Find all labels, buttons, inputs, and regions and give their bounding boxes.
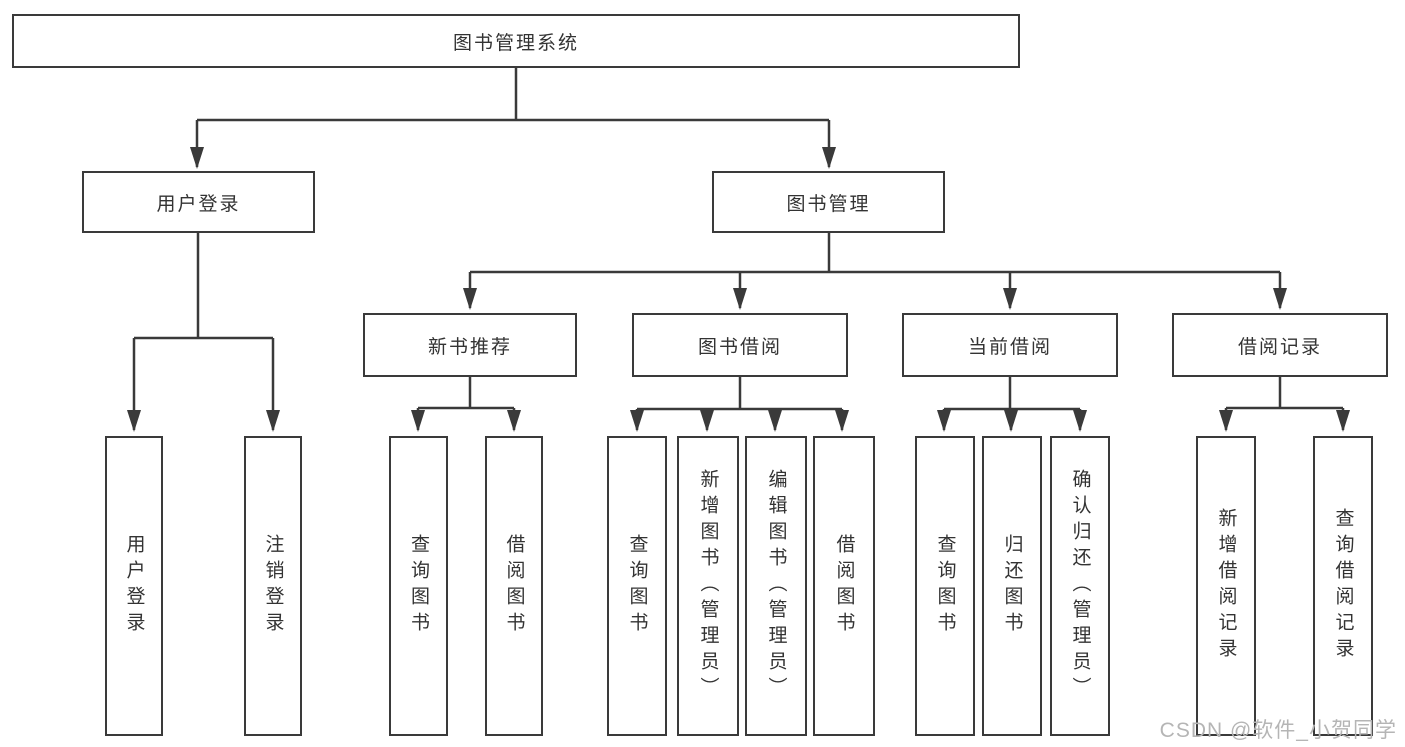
leaf-confirm-return-admin: 确认归还（管理员） bbox=[1050, 436, 1110, 736]
leaf-query-borrow-record: 查询借阅记录 bbox=[1313, 436, 1373, 736]
node-book-borrowing: 图书借阅 bbox=[632, 313, 848, 377]
leaf-logout-login: 注销登录 bbox=[244, 436, 302, 736]
leaf-borrow-books-borrowing: 借阅图书 bbox=[813, 436, 875, 736]
leaf-query-books-borrowing: 查询图书 bbox=[607, 436, 667, 736]
leaf-query-books-current: 查询图书 bbox=[915, 436, 975, 736]
leaf-logout-login-label: 注销登录 bbox=[262, 534, 284, 638]
csdn-watermark: CSDN @软件_小贺同学 bbox=[1159, 719, 1397, 742]
leaf-add-borrow-record-label: 新增借阅记录 bbox=[1215, 508, 1237, 664]
leaf-add-books-admin: 新增图书（管理员） bbox=[677, 436, 739, 736]
leaf-edit-books-admin-label: 编辑图书（管理员） bbox=[765, 469, 787, 703]
node-borrow-records: 借阅记录 bbox=[1172, 313, 1388, 377]
leaf-borrow-books-recommend-label: 借阅图书 bbox=[503, 534, 525, 638]
leaf-query-books-current-label: 查询图书 bbox=[934, 534, 956, 638]
leaf-add-borrow-record: 新增借阅记录 bbox=[1196, 436, 1256, 736]
leaf-query-books-borrowing-label: 查询图书 bbox=[626, 534, 648, 638]
leaf-return-books-label: 归还图书 bbox=[1001, 534, 1023, 638]
leaf-confirm-return-admin-label: 确认归还（管理员） bbox=[1069, 469, 1091, 703]
node-user-login: 用户登录 bbox=[82, 171, 315, 233]
leaf-edit-books-admin: 编辑图书（管理员） bbox=[745, 436, 807, 736]
node-new-book-recommend: 新书推荐 bbox=[363, 313, 577, 377]
leaf-query-borrow-record-label: 查询借阅记录 bbox=[1332, 508, 1354, 664]
leaf-add-books-admin-label: 新增图书（管理员） bbox=[697, 469, 719, 703]
node-book-management: 图书管理 bbox=[712, 171, 945, 233]
leaf-return-books: 归还图书 bbox=[982, 436, 1042, 736]
leaf-user-login-label: 用户登录 bbox=[123, 534, 145, 638]
node-library-system: 图书管理系统 bbox=[12, 14, 1020, 68]
leaf-user-login: 用户登录 bbox=[105, 436, 163, 736]
leaf-query-books-recommend: 查询图书 bbox=[389, 436, 448, 736]
leaf-borrow-books-borrowing-label: 借阅图书 bbox=[833, 534, 855, 638]
node-current-borrowing: 当前借阅 bbox=[902, 313, 1118, 377]
leaf-query-books-recommend-label: 查询图书 bbox=[408, 534, 429, 638]
leaf-borrow-books-recommend: 借阅图书 bbox=[485, 436, 543, 736]
